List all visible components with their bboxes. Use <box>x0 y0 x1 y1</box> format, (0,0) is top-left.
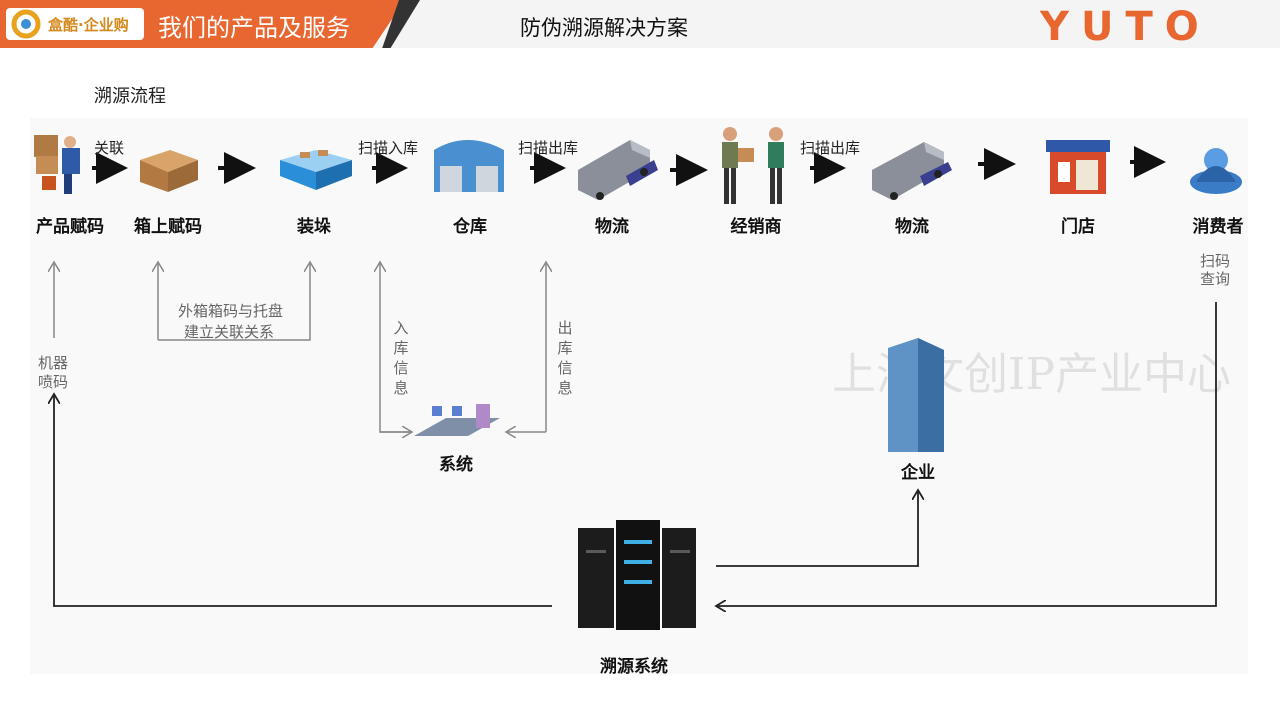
node-dealer-label: 经销商 <box>730 217 782 237</box>
server-rack-icon <box>578 520 696 630</box>
trace-to-enterprise-connector <box>716 490 918 567</box>
edge-label-scan-out: 扫描出库 <box>518 139 579 157</box>
note-scan-query-2: 查询 <box>1200 270 1231 288</box>
note-in-info: 入库信息 <box>393 319 409 397</box>
logo-text: 盒酷·企业购 <box>48 16 129 34</box>
page-title: 防伪溯源解决方案 <box>520 16 688 40</box>
node-store-label: 门店 <box>1061 217 1095 237</box>
storefront-icon <box>1046 140 1110 194</box>
pallet-crate-icon <box>280 150 352 190</box>
worker-carrying-boxes-icon <box>34 135 80 194</box>
brand-logo: YUTO <box>1040 4 1211 50</box>
logo-mark-icon <box>11 9 41 39</box>
node-system-label: 系统 <box>439 455 473 475</box>
consumer-to-trace-connector <box>716 302 1217 606</box>
note-out-info: 出库信息 <box>557 319 573 397</box>
dealer-people-icon <box>722 127 784 204</box>
node-product-label: 产品赋码 <box>36 217 104 237</box>
network-computers-icon <box>414 404 500 436</box>
trace-to-product-connector <box>54 394 552 607</box>
node-logistics-label: 物流 <box>595 217 629 237</box>
office-building-icon <box>888 338 944 452</box>
flow-title: 溯源流程 <box>94 86 166 107</box>
warehouse-icon <box>434 140 504 192</box>
edge-label-link: 关联 <box>94 139 125 157</box>
node-consumer-label: 消费者 <box>1192 217 1244 237</box>
logo <box>6 8 144 40</box>
cardboard-box-icon <box>140 150 198 192</box>
node-box-label: 箱上赋码 <box>134 217 202 237</box>
node-trace-label: 溯源系统 <box>600 657 668 677</box>
note-machine-2: 喷码 <box>38 373 69 391</box>
note-machine: 机器 <box>38 354 69 372</box>
node-pallet-label: 装垛 <box>297 217 331 237</box>
note-scan-query: 扫码 <box>1200 252 1231 270</box>
truck-icon <box>578 140 658 200</box>
edge-label-scan-in: 扫描入库 <box>358 139 419 157</box>
note-box-pallet-2: 建立关联关系 <box>184 323 275 341</box>
truck-icon <box>872 142 952 200</box>
node-warehouse-label: 仓库 <box>453 217 487 237</box>
section-title: 我们的产品及服务 <box>158 14 350 42</box>
consumer-avatar-icon <box>1190 148 1242 194</box>
box-pallet-connector-right <box>158 262 310 341</box>
node-enterprise-label: 企业 <box>901 463 935 483</box>
node-logistics2-label: 物流 <box>895 217 929 237</box>
edge-label-scan-out-2: 扫描出库 <box>800 139 861 157</box>
note-box-pallet: 外箱箱码与托盘 <box>178 302 284 320</box>
